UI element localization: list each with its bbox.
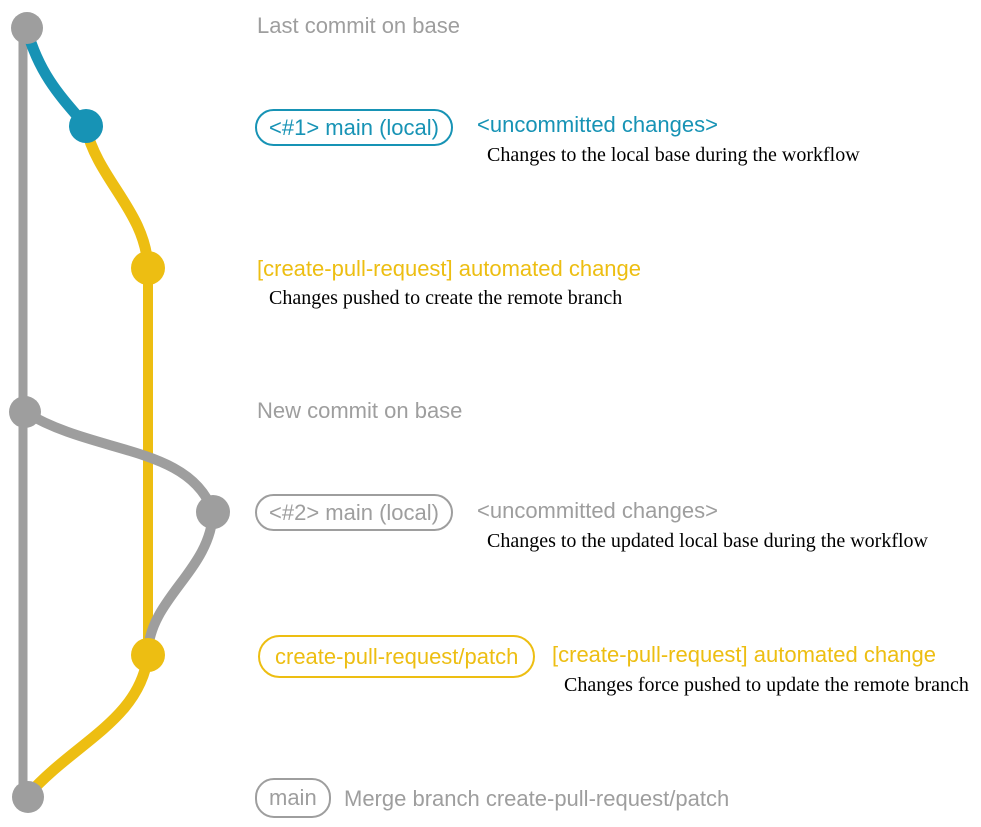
uncommitted-changes-label-2: <uncommitted changes> <box>477 498 718 523</box>
branch1-description: Changes to the local base during the wor… <box>487 144 860 166</box>
branch-badge-main-local-1: <#1> main (local) <box>255 109 453 146</box>
commit-merge <box>12 781 44 813</box>
commit-local-main-1 <box>69 109 103 143</box>
branch-badge-main: main <box>255 778 331 818</box>
branch-badge-main-label: main <box>269 785 317 810</box>
branch2-description: Changes to the updated local base during… <box>487 530 928 552</box>
branch-badge-patch: create-pull-request/patch <box>258 635 536 678</box>
new-commit-label: New commit on base <box>257 398 463 423</box>
branch-badge-main-local-2-label: <#2> main (local) <box>269 499 439 525</box>
commit-last-base <box>11 12 43 44</box>
branch-badge-main-local-1-label: <#1> main (local) <box>269 114 439 140</box>
merge-commit-label: Merge branch create-pull-request/patch <box>344 786 730 811</box>
patch-merge-edge <box>22 649 154 801</box>
push-description-1: Changes pushed to create the remote bran… <box>269 287 623 309</box>
uncommitted-changes-label-1: <uncommitted changes> <box>477 112 718 137</box>
commit-patch-2 <box>131 638 165 672</box>
automated-change-label-1: [create-pull-request] automated change <box>257 256 642 281</box>
local-main-2-edge <box>20 407 218 517</box>
patch-update-edge <box>143 507 218 657</box>
commit-local-main-2 <box>196 495 230 529</box>
commit-new-base <box>9 396 41 428</box>
push-description-2: Changes force pushed to update the remot… <box>564 674 969 696</box>
branch-badge-main-local-2: <#2> main (local) <box>255 494 453 531</box>
branch-badge-patch-label: create-pull-request/patch <box>275 643 519 669</box>
automated-change-label-2: [create-pull-request] automated change <box>552 642 937 667</box>
commit-patch-1 <box>131 251 165 285</box>
last-commit-label: Last commit on base <box>257 13 460 38</box>
patch-create-edge <box>80 122 154 274</box>
